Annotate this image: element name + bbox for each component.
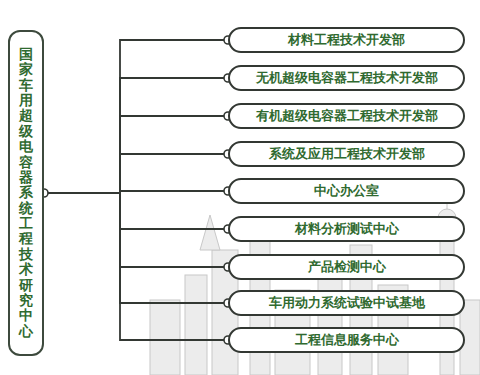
building <box>150 300 180 375</box>
department-box: 工程信息服务中心 <box>228 327 465 353</box>
department-box: 有机超级电容器工程技术开发部 <box>228 103 465 129</box>
spire <box>200 215 220 250</box>
department-box: 系统及应用工程技术开发部 <box>228 141 465 167</box>
branch-connector <box>44 193 228 267</box>
branch-connector <box>44 193 228 340</box>
department-name: 有机超级电容器工程技术开发部 <box>256 108 438 124</box>
branch-connector <box>44 78 228 193</box>
department-box: 材料工程技术开发部 <box>228 27 465 53</box>
building <box>318 265 342 375</box>
department-name: 材料分析测试中心 <box>295 221 399 237</box>
buildings <box>150 190 480 375</box>
department-box: 中心办公室 <box>228 178 465 204</box>
department-name: 产品检测中心 <box>308 259 386 275</box>
department-name: 工程信息服务中心 <box>295 332 399 348</box>
branch-connector <box>44 40 228 193</box>
department-box: 车用动力系统试验中试基地 <box>228 290 465 316</box>
branch-connector <box>44 193 228 229</box>
department-name: 无机超级电容器工程技术开发部 <box>256 70 438 86</box>
center-box: 国家车用超级电容器系统工程技术研究中心 <box>8 30 44 356</box>
branch-connector <box>44 193 228 303</box>
department-box: 产品检测中心 <box>228 254 465 280</box>
branch-connector <box>44 116 228 193</box>
vertical-title: 国家车用超级电容器系统工程技术研究中心 <box>19 47 33 339</box>
department-name: 系统及应用工程技术开发部 <box>269 146 425 162</box>
branch-connector <box>44 154 228 193</box>
building <box>185 275 207 375</box>
department-name: 车用动力系统试验中试基地 <box>269 295 425 311</box>
department-name: 中心办公室 <box>314 183 379 199</box>
department-box: 材料分析测试中心 <box>228 216 465 242</box>
department-box: 无机超级电容器工程技术开发部 <box>228 65 465 91</box>
department-name: 材料工程技术开发部 <box>288 32 405 48</box>
